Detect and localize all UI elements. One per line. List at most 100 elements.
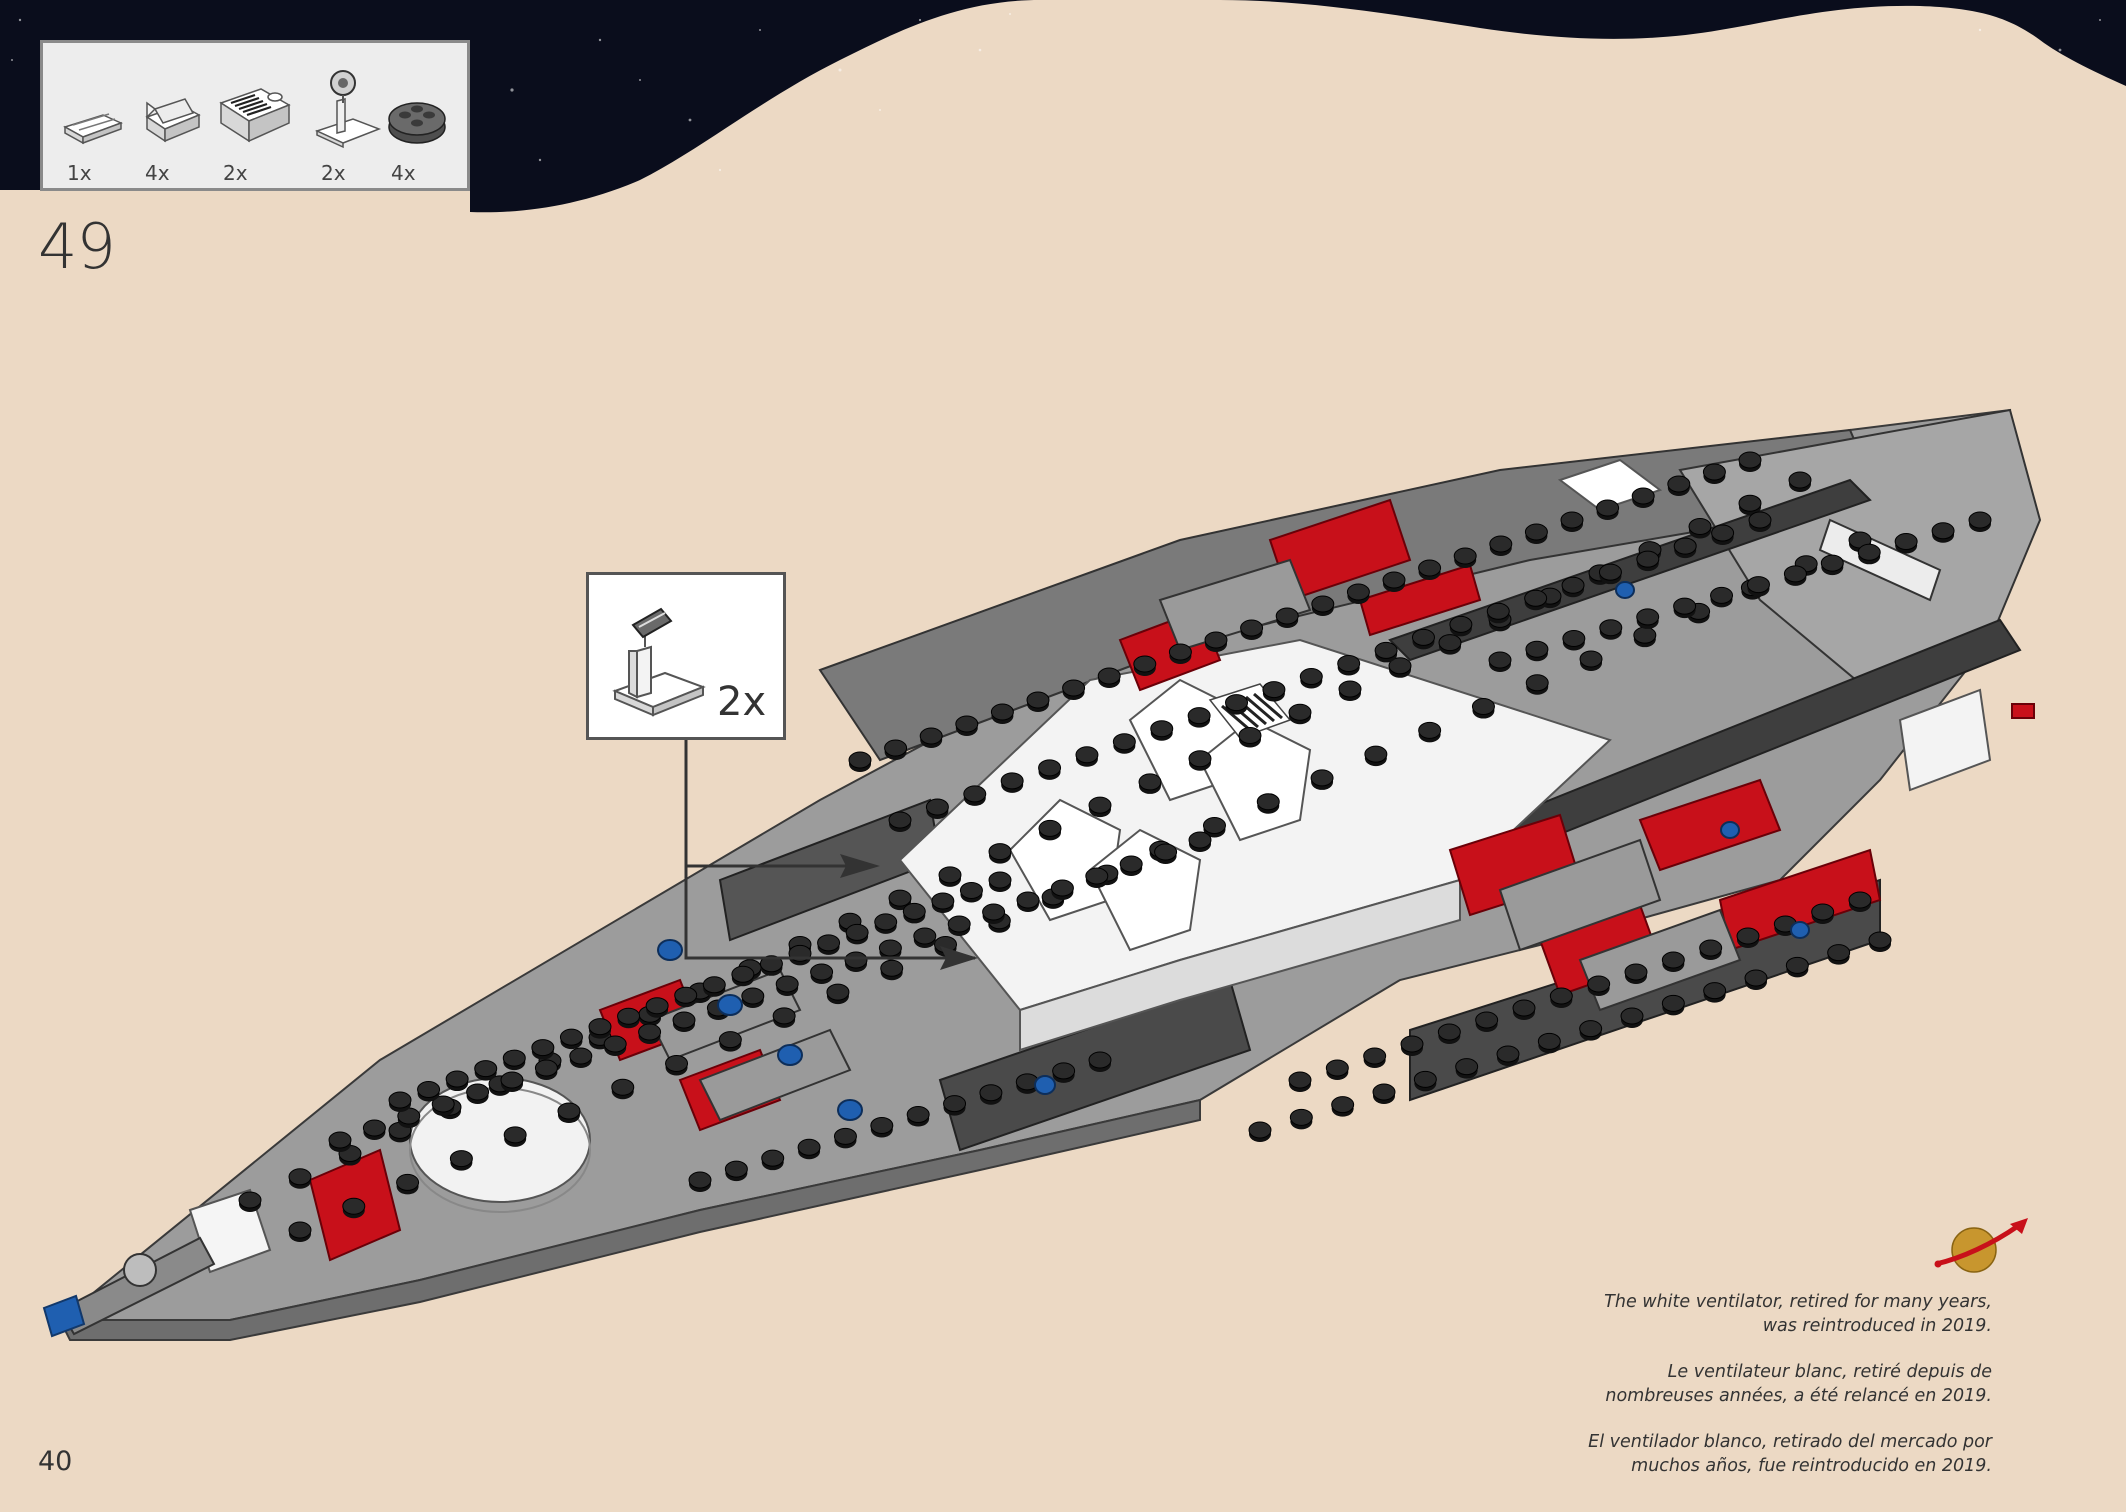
stud-top	[955, 715, 979, 733]
stud-top	[1673, 537, 1697, 555]
stud-top	[1868, 931, 1892, 949]
stud-top	[988, 843, 1012, 861]
stud-top	[1636, 550, 1660, 568]
stud-top	[925, 798, 949, 816]
stud-top	[931, 892, 955, 910]
note-english: The white ventilator, retired for many y…	[1432, 1290, 1992, 1338]
stud-top	[1000, 772, 1024, 790]
stud-top	[1710, 586, 1734, 604]
stud-top	[665, 1054, 689, 1072]
stud-top	[1788, 471, 1812, 489]
stud-top	[417, 1081, 441, 1099]
stud-top	[1238, 726, 1262, 744]
stud-top	[845, 923, 869, 941]
stud-top	[1673, 597, 1697, 615]
note-french-line-1: Le ventilateur blanc, retiré depuis de	[1667, 1362, 1992, 1382]
stud-top	[902, 902, 926, 920]
stud-top	[1112, 733, 1136, 751]
trivia-notes: The white ventilator, retired for many y…	[1432, 1290, 1992, 1500]
stud-top	[1455, 1058, 1479, 1076]
stud-top	[1785, 956, 1809, 974]
stud-top	[1688, 517, 1712, 535]
engine-cylinders	[648, 518, 1942, 1122]
stud-top	[1388, 657, 1412, 675]
parts-list-item: 2x	[313, 57, 383, 185]
stud-top	[1088, 796, 1112, 814]
stud-top	[1746, 576, 1770, 594]
stud-top	[638, 1023, 662, 1041]
stud-top	[913, 927, 937, 945]
stud-top	[1085, 867, 1109, 885]
stud-top	[1088, 1051, 1112, 1069]
part-quantity: 1x	[67, 161, 92, 185]
stud-top	[1453, 547, 1477, 565]
stud-top	[990, 703, 1014, 721]
stud-top	[817, 934, 841, 952]
stud-top	[559, 1028, 583, 1046]
stud-top	[1325, 1059, 1349, 1077]
stud-top	[1364, 745, 1388, 763]
parts-list-item: 1x	[59, 57, 129, 185]
stud-top	[445, 1070, 469, 1088]
stud-top	[1400, 1035, 1424, 1053]
stud-top	[947, 915, 971, 933]
stud-top	[724, 1160, 748, 1178]
stud-top	[1820, 554, 1844, 572]
stud-top	[1411, 628, 1435, 646]
stud-top	[1783, 565, 1807, 583]
stud-top	[878, 939, 902, 957]
stud-top	[1579, 1020, 1603, 1038]
stud-top	[775, 975, 799, 993]
note-english-line-2: was reintroduced in 2019.	[1762, 1316, 1992, 1336]
parts-list-item: 4x	[383, 57, 453, 185]
stud-top	[1738, 494, 1762, 512]
stud-top	[1310, 769, 1334, 787]
stud-top	[1562, 629, 1586, 647]
stud-top	[674, 986, 698, 1004]
stud-top	[238, 1191, 262, 1209]
stud-top	[874, 913, 898, 931]
stud-top	[611, 1078, 635, 1096]
ventilator-slope-icon	[219, 88, 291, 143]
stud-top	[588, 1018, 612, 1036]
stud-top	[449, 1150, 473, 1168]
stud-top	[1848, 891, 1872, 909]
stud-top	[557, 1102, 581, 1120]
stud-top	[943, 1095, 967, 1113]
stud-top	[1631, 487, 1655, 505]
stud-top	[362, 1119, 386, 1137]
stud-top	[1288, 1071, 1312, 1089]
arrow-head-upper	[840, 854, 880, 878]
stud-top	[1471, 698, 1495, 716]
stud-top	[1133, 655, 1157, 673]
stud-top	[1968, 511, 1992, 529]
stud-top	[848, 751, 872, 769]
stud-top	[1382, 571, 1406, 589]
stud-top	[1560, 511, 1584, 529]
stud-top	[718, 1031, 742, 1049]
stud-top	[1599, 619, 1623, 637]
stud-top	[1475, 1011, 1499, 1029]
stud-top	[1288, 703, 1312, 721]
stud-top	[919, 727, 943, 745]
note-french-line-2: nombreuses années, a été relancé en 2019…	[1605, 1386, 1992, 1406]
stars	[11, 13, 2101, 172]
stud-top	[979, 1084, 1003, 1102]
stud-top	[772, 1007, 796, 1025]
stud-top	[1636, 608, 1660, 626]
stud-top	[1661, 994, 1685, 1012]
stud-top	[1827, 944, 1851, 962]
stud-top	[1202, 817, 1226, 835]
note-spanish-line-2: muchos años, fue reintroducido en 2019.	[1631, 1456, 1992, 1476]
stud-top	[1418, 559, 1442, 577]
stud-top	[603, 1035, 627, 1053]
stud-top	[1311, 595, 1335, 613]
stud-top	[1138, 773, 1162, 791]
stud-top	[431, 1095, 455, 1113]
stud-top	[672, 1011, 696, 1029]
stud-top	[617, 1007, 641, 1025]
stud-top	[1331, 1096, 1355, 1114]
stud-top	[1338, 680, 1362, 698]
